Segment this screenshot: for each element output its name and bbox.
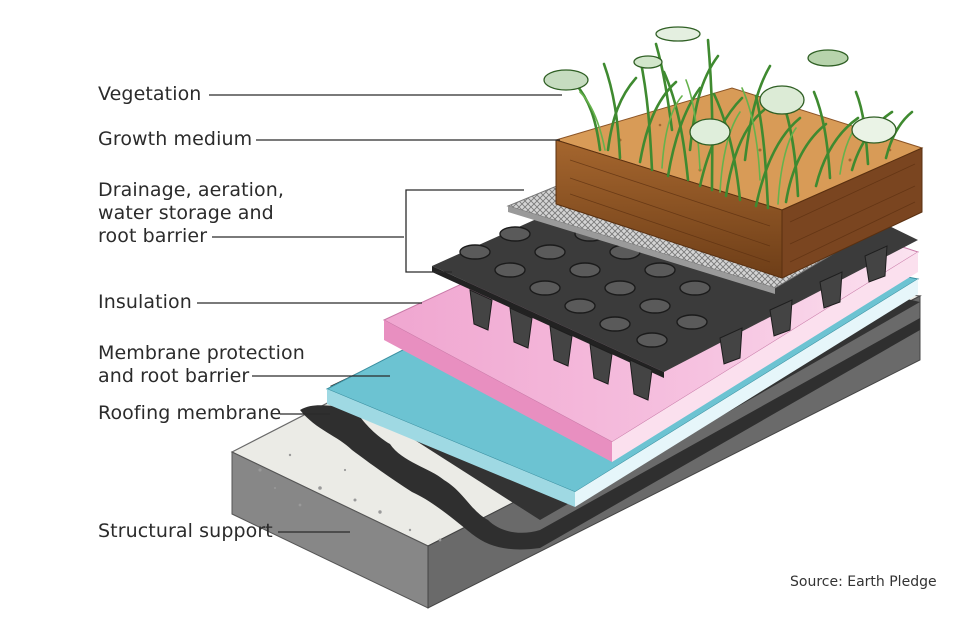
drainage-bracket [405, 189, 524, 273]
label-insulation: Insulation [98, 291, 192, 313]
label-vegetation: Vegetation [98, 83, 202, 105]
source-credit: Source: Earth Pledge [790, 574, 937, 590]
vegetation-layer [543, 26, 914, 210]
label-membrane-protection: Membrane protection and root barrier [98, 342, 305, 387]
label-roofing-membrane: Roofing membrane [98, 402, 282, 424]
label-drainage: Drainage, aeration, water storage and ro… [98, 179, 284, 247]
leader-lines [197, 94, 562, 533]
label-structural-support: Structural support [98, 520, 273, 542]
label-growth-medium: Growth medium [98, 128, 253, 150]
